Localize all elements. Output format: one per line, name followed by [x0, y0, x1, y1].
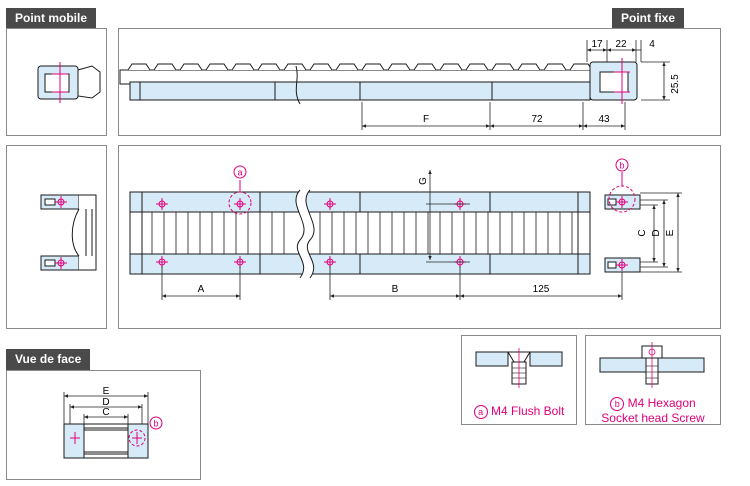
chain-links-side [119, 63, 596, 101]
moving-end-bracket-side [37, 65, 101, 100]
svg-text:b: b [619, 161, 624, 171]
break-line-plan [295, 189, 305, 279]
dim-C-front: C [102, 407, 109, 418]
moving-point-label: Point mobile [6, 8, 96, 28]
front-view-section [63, 423, 149, 459]
mark-a-plan: a [233, 165, 247, 179]
dim-C-plan: C [637, 229, 648, 236]
flush-bolt-label: M4 Flush Bolt [490, 404, 565, 418]
flush-bolt-caption: a M4 Flush Bolt [461, 404, 577, 419]
break-line-side [295, 65, 301, 105]
dim-D-plan: D [651, 229, 662, 236]
dim-125: 125 [533, 284, 550, 295]
dim-D-front: D [102, 397, 109, 408]
fixed-point-label: Point fixe [612, 8, 685, 28]
moving-end-bracket-plan [40, 194, 97, 271]
hex-screw-caption: b M4 Hexagon Socket head Screw [585, 396, 721, 425]
dim-17: 17 [591, 39, 603, 50]
front-view-label: Vue de face [6, 349, 91, 370]
dim-43: 43 [598, 114, 610, 125]
dim-B: B [392, 284, 399, 295]
svg-text:b: b [153, 419, 158, 429]
dim-E-front: E [103, 386, 110, 397]
mark-b-front: b [149, 416, 163, 430]
fixed-end-bracket-side [589, 61, 638, 101]
chain-plan-body [129, 191, 591, 275]
dim-F: F [423, 114, 429, 125]
hex-screw-label-line2: Socket head Screw [601, 410, 705, 425]
dim-72: 72 [531, 114, 543, 125]
svg-text:a: a [237, 168, 242, 178]
dim-A: A [198, 284, 205, 295]
hex-screw-label-line1: M4 Hexagon [627, 396, 696, 410]
dim-G: G [418, 177, 429, 185]
dim-25-5: 25.5 [670, 74, 681, 94]
dim-E-plan: E [665, 229, 676, 236]
mark-b-circle: b [610, 396, 625, 411]
mark-b-plan: b [615, 158, 629, 172]
dim-4: 4 [649, 39, 655, 50]
crossbars [151, 212, 573, 254]
dim-22: 22 [615, 39, 627, 50]
mark-a-circle: a [473, 404, 488, 419]
